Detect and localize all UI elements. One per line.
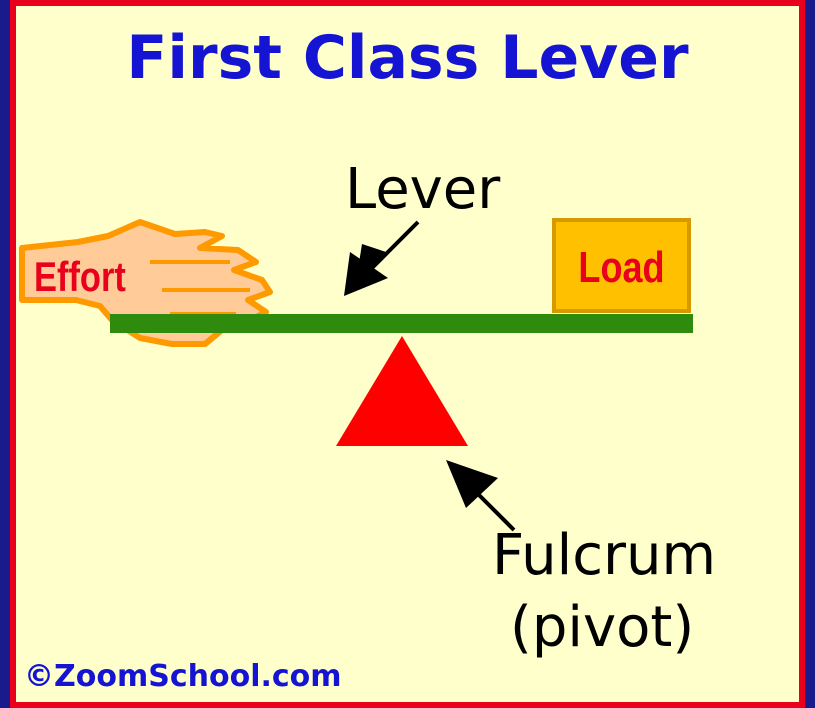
diagram-title: First Class Lever <box>126 23 689 93</box>
effort-label: Effort <box>34 253 126 300</box>
lever-arrow-icon <box>344 220 420 296</box>
fulcrum-triangle <box>336 336 468 446</box>
load-label: Load <box>578 243 665 292</box>
lever-beam <box>110 314 693 333</box>
pivot-label: (pivot) <box>510 595 695 660</box>
fulcrum-label: Fulcrum <box>492 523 717 588</box>
fulcrum-arrow-icon <box>446 460 516 532</box>
lever-label: Lever <box>345 157 501 222</box>
copyright-credit: ©ZoomSchool.com <box>24 659 342 694</box>
load-box: Load <box>552 218 691 313</box>
